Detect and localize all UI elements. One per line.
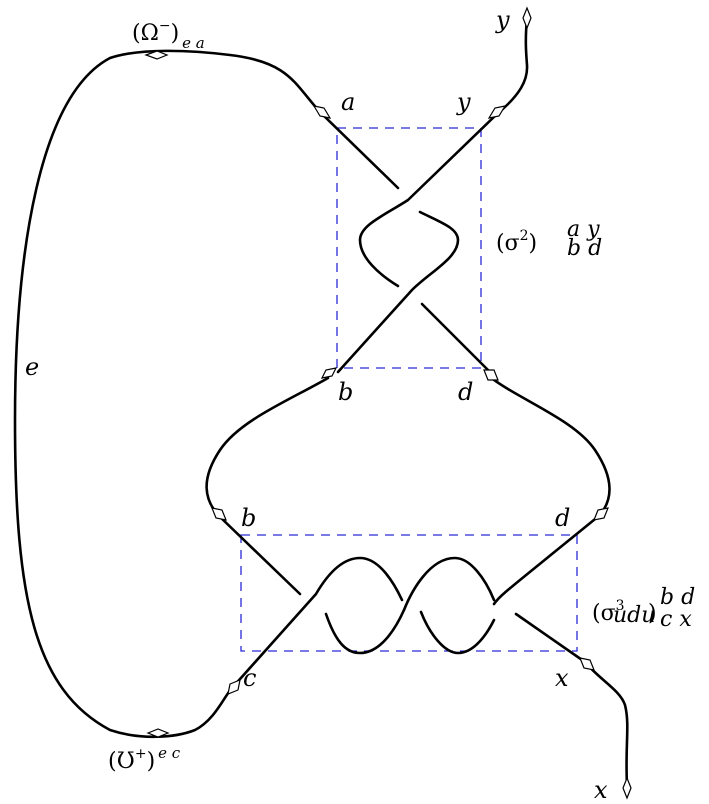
label-e: e (25, 353, 39, 381)
sigma3-over-1 (230, 556, 404, 690)
arrow-x-box2 (579, 657, 595, 671)
strand-a-in (320, 112, 400, 190)
svg-text:(σ2): (σ2) (496, 228, 537, 256)
sigma2-sup: 2 (520, 228, 529, 244)
sigma3-base: (σ (592, 601, 616, 626)
strand-e-loop (13, 49, 322, 739)
omega-base: (Ω (132, 21, 159, 46)
sigma3-over-2 (402, 556, 496, 612)
strand-x-bottom (583, 660, 629, 787)
arrow-c (227, 679, 241, 695)
sigma3-sub-idx: c x (660, 607, 692, 632)
sigma2-base: (σ (496, 231, 520, 256)
sigma2-sub-idx: b d (567, 236, 602, 261)
sigma2-sup-idx: a y (567, 217, 600, 242)
sigma2-strand-2 (336, 210, 460, 374)
label-sigma2: (σ2) a y b d (496, 217, 602, 261)
arrow-top-y (522, 6, 532, 30)
arrow-bottom-x (622, 776, 632, 800)
arrow-b-box2 (211, 507, 227, 521)
sigma3-close: ) (648, 601, 657, 626)
sigma3-sup-idx: b d (660, 585, 695, 610)
arrow-b-box1 (320, 367, 338, 379)
sigma3-box (240, 534, 578, 652)
svg-text:(Ω−)e a: (Ω−)e a (132, 18, 205, 52)
upsilon-sup: + (135, 746, 147, 762)
label-d-box2: d (555, 504, 570, 532)
arrow-markers (144, 6, 632, 800)
sigma3-sup: 3 (616, 598, 625, 614)
sigma3-over-3 (492, 513, 602, 606)
svg-text:(Ʊ+)e c: (Ʊ+)e c (108, 744, 181, 774)
arrow-y-box1 (487, 105, 507, 119)
arrow-upsilon (146, 728, 170, 738)
label-y-box1: y (456, 88, 471, 116)
strand-y-top (495, 16, 529, 116)
label-y-top: y (495, 6, 510, 34)
sigma3-sub: udu (613, 603, 655, 628)
upsilon-sup-idx: e c (158, 744, 181, 762)
sigma3-under-left (216, 513, 302, 596)
arrow-d-box1 (483, 369, 499, 381)
label-b-box1: b (338, 378, 353, 406)
label-sigma3: (σ3 udu ) b d c x (592, 585, 695, 632)
upsilon-close: ) (147, 749, 156, 774)
label-d-box1: d (458, 378, 473, 406)
upsilon-base: (Ʊ (108, 749, 135, 774)
label-x-bottom: x (594, 776, 608, 804)
label-omega-minus: (Ω−)e a (132, 18, 205, 52)
omega-close: ) (171, 21, 180, 46)
strand-b-middle (205, 376, 330, 517)
arrow-d-box2 (593, 507, 609, 521)
svg-text:(σ3: (σ3 (592, 598, 625, 626)
label-x-box2: x (555, 664, 569, 692)
omega-sup: − (159, 18, 171, 34)
sigma2-box (336, 127, 482, 369)
label-b-box2: b (241, 504, 256, 532)
sigma2-strand-1 (358, 112, 499, 288)
strand-d-middle (488, 375, 611, 517)
arrow-a (312, 105, 332, 119)
sigma3-under-1 (324, 608, 406, 655)
omega-sub: e a (182, 34, 205, 52)
label-upsilon-plus: (Ʊ+)e c (108, 744, 181, 774)
arrow-omega (144, 50, 169, 60)
label-c: c (243, 664, 256, 692)
label-a: a (341, 88, 355, 116)
sigma2-close: ) (529, 231, 538, 256)
sigma2-strand-3 (420, 302, 492, 374)
sigma3-under-2 (419, 610, 496, 655)
sigma3-under-right (514, 612, 587, 664)
